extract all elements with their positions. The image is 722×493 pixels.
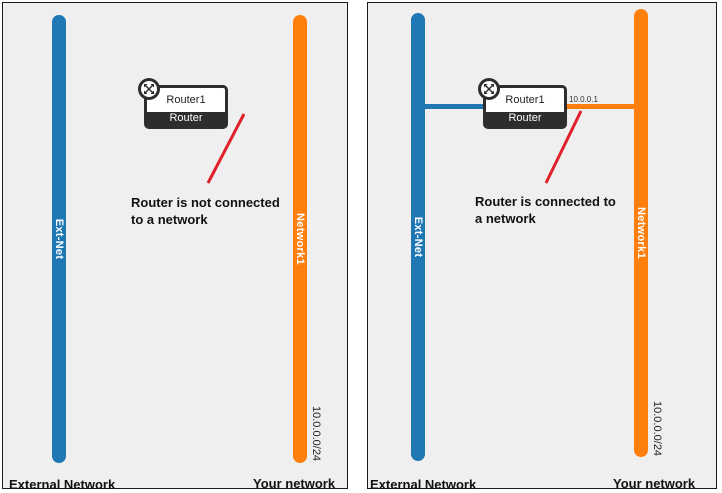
router-name: Router1 [147, 88, 225, 112]
router-type: Router [169, 111, 203, 124]
panel-connected: Ext-Net Network1 10.0.0.0/24 10.0.0.1 Ro… [367, 2, 717, 492]
panel-not-connected: Ext-Net Network1 10.0.0.0/24 Router1 Rou… [2, 2, 348, 492]
network1-bar[interactable]: Network1 [293, 15, 307, 463]
caption-line-1: Router is connected to [475, 194, 616, 209]
router-arrows-icon [484, 84, 494, 94]
router-arrows-icon [144, 84, 154, 94]
network1-label: Network1 [635, 207, 647, 259]
network1-cidr: 10.0.0.0/24 [310, 406, 322, 462]
router-node[interactable]: Router1 Router [144, 85, 228, 129]
ext-net-label: Ext-Net [412, 216, 424, 258]
footer-your-network: Your network [253, 476, 336, 491]
network1-cidr: 10.0.0.0/24 [651, 401, 663, 457]
interface-ip: 10.0.0.1 [569, 95, 598, 104]
router-type: Router [508, 111, 542, 124]
network1-label: Network1 [294, 213, 306, 265]
caption: Router is not connected to a network [131, 194, 280, 228]
caption: Router is connected to a network [475, 193, 616, 227]
ext-net-link[interactable] [425, 104, 485, 109]
footer-external-network: External Network [370, 477, 477, 492]
ext-net-label: Ext-Net [53, 218, 65, 260]
caption-line-2: to a network [131, 212, 208, 227]
footer-your-network: Your network [613, 476, 696, 491]
ext-net-bar[interactable]: Ext-Net [411, 13, 425, 461]
network1-bar[interactable]: Network1 [634, 9, 648, 457]
footer-external-network: External Network [9, 477, 116, 492]
caption-line-2: a network [475, 211, 536, 226]
router-icon [478, 78, 500, 100]
network1-link[interactable] [567, 104, 634, 109]
router-icon [138, 78, 160, 100]
caption-line-1: Router is not connected [131, 195, 280, 210]
ext-net-bar[interactable]: Ext-Net [52, 15, 66, 463]
